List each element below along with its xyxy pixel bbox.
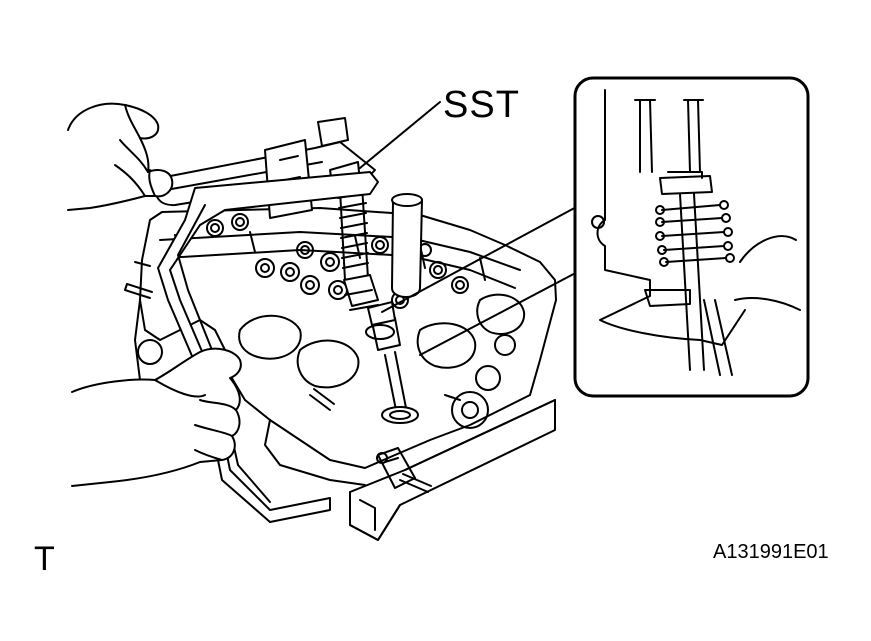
left-hand — [68, 104, 172, 210]
support-block — [350, 400, 555, 540]
inset-valve-stem-detail — [592, 90, 800, 375]
guide-tube — [392, 194, 422, 297]
valve-assembly — [366, 302, 418, 423]
detail-inset — [382, 78, 808, 396]
view-code-label: T — [34, 540, 55, 578]
sst-leader-line — [360, 102, 440, 168]
right-hand — [72, 349, 241, 486]
valve-spring-row — [207, 214, 468, 308]
figure-id-label: A131991E01 — [713, 541, 829, 563]
sst-label: SST — [443, 84, 520, 126]
